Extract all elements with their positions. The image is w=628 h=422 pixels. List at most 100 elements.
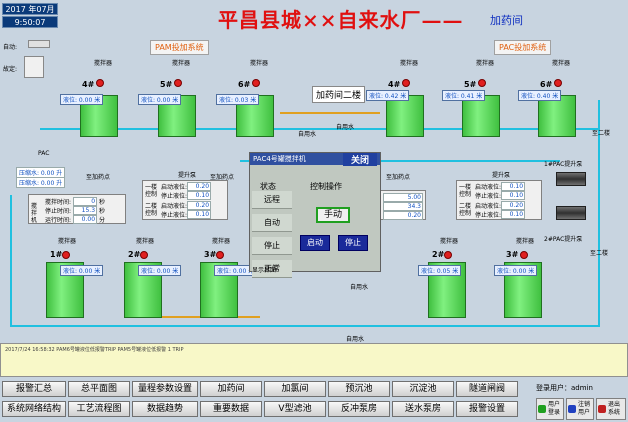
level-input[interactable]: 0.20 — [187, 200, 212, 210]
nav-overview[interactable]: 总平面图 — [68, 381, 130, 397]
stirrer-motor-icon[interactable] — [140, 251, 148, 259]
level-input[interactable]: 0.10 — [501, 181, 526, 191]
manual-label: 故定: — [3, 66, 18, 73]
stirrer-label: 搅拌器 — [212, 238, 231, 245]
nav-data-trend[interactable]: 数据趋势 — [132, 401, 198, 417]
pump-label: 1#PAC提升泵 — [544, 161, 583, 168]
nav-sedimentation[interactable]: 沉淀池 — [392, 381, 454, 397]
manual-switch-icon[interactable] — [24, 56, 44, 78]
param-label: 停止液位: — [475, 192, 502, 200]
login-status: 登录用户：admin — [536, 383, 593, 393]
state-stop: 停止 — [252, 237, 292, 255]
nav-key-data[interactable]: 重要数据 — [200, 401, 262, 417]
dialog-close-button[interactable]: 关闭 — [342, 152, 377, 166]
bottom-tank-level-2: 液位: 0.00 米 — [138, 265, 182, 276]
level-input[interactable]: 0.10 — [501, 209, 526, 219]
level-input[interactable]: 0.10 — [187, 190, 212, 200]
level-input[interactable]: 0.20 — [501, 200, 526, 210]
stirrer-motor-icon[interactable] — [402, 79, 410, 87]
floor2-control-label: 二楼控制 — [145, 203, 158, 217]
user-login-button[interactable]: 用户登录 — [536, 398, 564, 420]
login-label: 登录用户： — [536, 384, 571, 392]
pac-pump-2[interactable] — [556, 206, 586, 220]
stirrer-motor-icon[interactable] — [252, 79, 260, 87]
alarm-bar[interactable]: 2017/7/24 16:58:32 PAM6号罐液位低报警TRIP PAM5号… — [0, 343, 628, 377]
level-input[interactable]: 0.10 — [501, 190, 526, 200]
nav-process-flow[interactable]: 工艺流程图 — [68, 401, 130, 417]
pac-pump-1[interactable] — [556, 172, 586, 186]
auto-switch-icon[interactable] — [28, 40, 50, 48]
nav-presettling[interactable]: 预沉池 — [328, 381, 390, 397]
stirrer-label: 搅拌器 — [400, 60, 419, 67]
top-tank-6[interactable] — [538, 95, 576, 137]
nav-range-params[interactable]: 量程参数设置 — [132, 381, 198, 397]
top-tank-label-5: 5# — [464, 80, 477, 89]
pump-label: 2#PAC提升泵 — [544, 236, 583, 243]
param-label: 运行时间: — [45, 216, 72, 224]
param-label: 启动液位: — [161, 183, 188, 191]
nav-delivery-pump[interactable]: 送水泵房 — [392, 401, 454, 417]
pipe-mid — [240, 160, 560, 162]
start-button[interactable]: 启动 — [300, 235, 330, 251]
stirrer-control-dialog: PAC4号罐搅拌机 关闭 状态 控制操作 远程 自动 停止 正常 手动 启动 停… — [249, 152, 381, 278]
param-label: 停止时间: — [45, 207, 72, 215]
time-display: 9:50:07 — [2, 16, 58, 28]
stirrer-motor-icon[interactable] — [96, 79, 104, 87]
nav-alarm-settings[interactable]: 报警设置 — [456, 401, 518, 417]
top-tank-4[interactable] — [386, 95, 424, 137]
stirrer-time-input[interactable]: 0 — [73, 196, 98, 206]
nav-alarm-summary[interactable]: 报警汇总 — [2, 381, 66, 397]
manual-mode-button[interactable]: 手动 — [316, 207, 350, 223]
page-subtitle: 加药间 — [490, 14, 523, 27]
nav-dosing-room[interactable]: 加药间 — [200, 381, 262, 397]
floor2-control-label: 二楼控制 — [459, 203, 472, 217]
stop-time-input[interactable]: 15.3 — [73, 205, 98, 215]
bottom-tank-level-5: 液位: 0.00 米 — [494, 265, 538, 276]
pump-panel-left: 一楼控制 二楼控制 启动液位:0.20 停止液位:0.10 启动液位:0.20 … — [142, 180, 228, 220]
stirrer-motor-icon[interactable] — [174, 79, 182, 87]
bottom-tank-label-4: 2# — [432, 250, 445, 259]
bottom-tank-level-1: 液位: 0.00 米 — [60, 265, 104, 276]
pipe-label-water: 自用水 — [350, 284, 369, 291]
stirrer-motor-icon[interactable] — [520, 251, 528, 259]
stirrer-motor-icon[interactable] — [444, 251, 452, 259]
top-tank-label-2: 5# — [160, 80, 173, 89]
top-tank-level-4: 液位: 0.42 米 — [366, 90, 410, 101]
pipe-right-v — [598, 100, 600, 327]
login-user: admin — [571, 384, 593, 392]
pump-panel-title: 提升泵 — [492, 172, 511, 179]
login-icon — [538, 405, 546, 413]
top-tank-label-4: 4# — [388, 80, 401, 89]
param-label: 停止液位: — [161, 211, 188, 219]
bottom-tank-label-2: 2# — [128, 250, 141, 259]
top-tank-level-2: 液位: 0.00 米 — [138, 94, 182, 105]
exit-label: 退出系统 — [608, 401, 621, 416]
pump-panel-title: 提升泵 — [178, 172, 197, 179]
stirrer-motor-icon[interactable] — [478, 79, 486, 87]
stirrer-motor-icon[interactable] — [216, 251, 224, 259]
top-tank-label-6: 6# — [540, 80, 553, 89]
nav-backwash-pump[interactable]: 反冲泵房 — [328, 401, 390, 417]
nav-v-filter[interactable]: V型滤池 — [264, 401, 326, 417]
level-input[interactable]: 0.20 — [187, 181, 212, 191]
top-tank-level-5: 液位: 0.41 米 — [442, 90, 486, 101]
pam-system-title: PAM投加系统 — [150, 40, 209, 55]
pipe-label-pac: PAC — [38, 150, 50, 157]
nav-chlorine-room[interactable]: 加氯间 — [264, 381, 326, 397]
stirrer-motor-icon[interactable] — [62, 251, 70, 259]
exit-button[interactable]: 退出系统 — [596, 398, 626, 420]
nav-network[interactable]: 系统网络结构 — [2, 401, 66, 417]
mid-value: 0.20 — [383, 211, 423, 220]
pipe-label-water: 自用水 — [336, 124, 355, 131]
mid-value: 5.00 — [383, 193, 423, 202]
logout-button[interactable]: 注销用户 — [566, 398, 594, 420]
level-input[interactable]: 0.10 — [187, 209, 212, 219]
logout-label: 注销用户 — [578, 401, 591, 416]
stirrer-motor-icon[interactable] — [554, 79, 562, 87]
pump-panel-right: 一楼控制 二楼控制 启动液位:0.10 停止液位:0.10 启动液位:0.20 … — [456, 180, 542, 220]
top-tank-5[interactable] — [462, 95, 500, 137]
param-label: 搅拌时间: — [45, 198, 72, 206]
stop-button[interactable]: 停止 — [338, 235, 368, 251]
nav-tunnel-valve[interactable]: 隧道闸阀 — [456, 381, 518, 397]
pipe-label-dose: 至加药点 — [86, 174, 111, 181]
